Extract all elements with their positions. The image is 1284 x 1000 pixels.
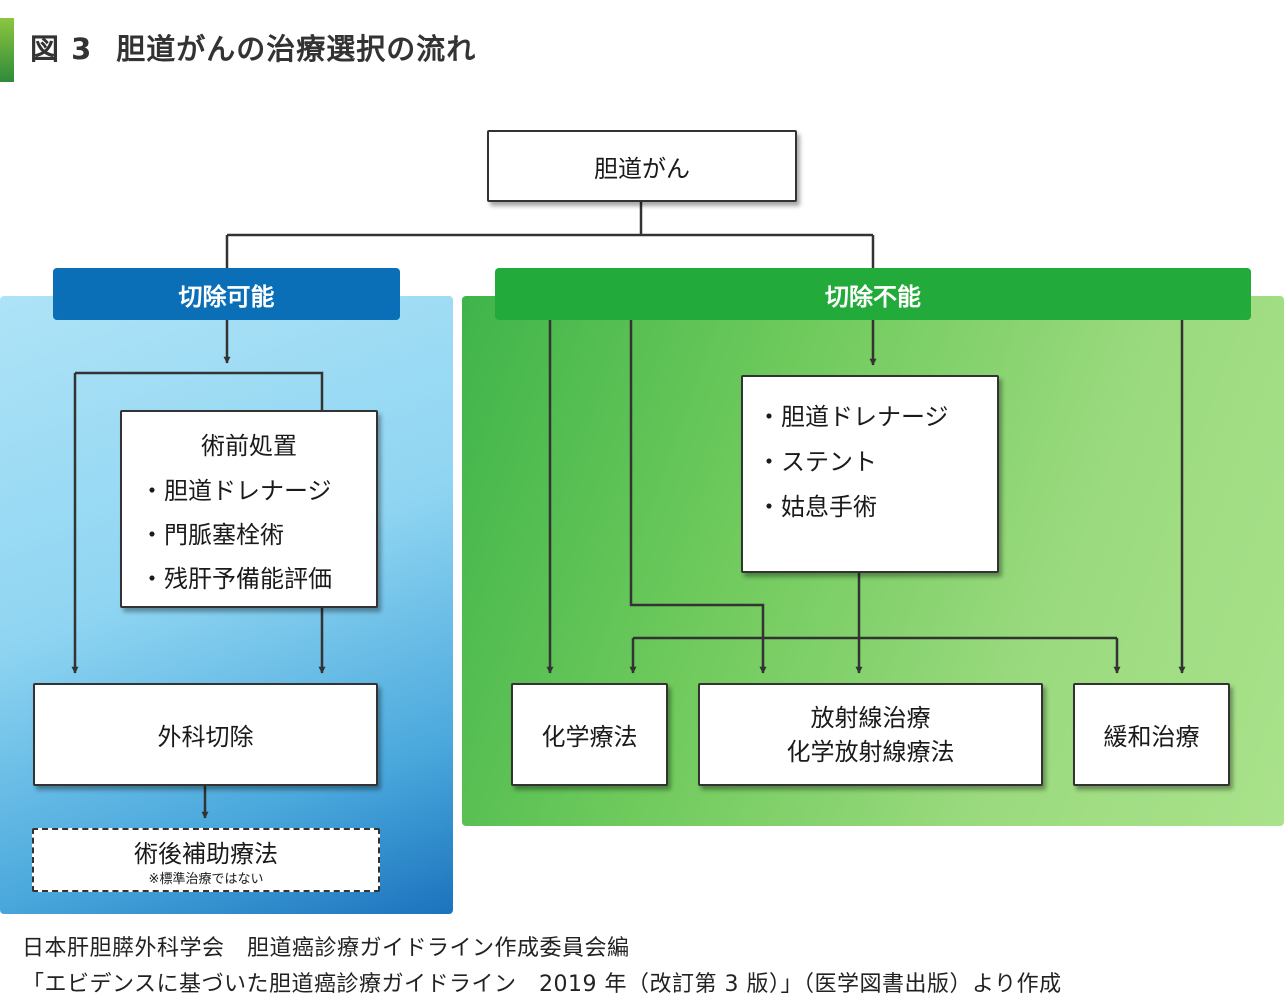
figure-title: 図 3 胆道がんの治療選択の流れ — [30, 26, 476, 68]
preop-item: 残肝予備能評価 — [122, 557, 376, 601]
unresectable-header: 切除不能 — [495, 268, 1251, 320]
palliative-procedure-item: 胆道ドレナージ — [757, 395, 997, 440]
preop-box: 術前処置 胆道ドレナージ 門脈塞栓術 残肝予備能評価 — [120, 410, 378, 608]
palliative-care-node: 緩和治療 — [1073, 683, 1230, 786]
preop-title: 術前処置 — [201, 432, 297, 460]
resectable-header: 切除可能 — [53, 268, 400, 320]
palliative-procedures-box: 胆道ドレナージ ステント 姑息手術 — [741, 375, 999, 573]
line-root-split — [225, 202, 875, 268]
chemotherapy-node: 化学療法 — [511, 683, 668, 786]
palliative-procedure-item: ステント — [757, 440, 997, 485]
preop-item: 門脈塞栓術 — [122, 513, 376, 557]
preop-list: 胆道ドレナージ 門脈塞栓術 残肝予備能評価 — [122, 469, 376, 601]
palliative-procedures-list: 胆道ドレナージ ステント 姑息手術 — [757, 395, 997, 530]
radiation-node: 放射線治療 化学放射線療法 — [698, 683, 1043, 786]
palliative-procedure-item: 姑息手術 — [757, 485, 997, 530]
title-accent-bar — [0, 18, 14, 82]
footer-source-line2: 「エビデンスに基づいた胆道癌診療ガイドライン 2019 年（改訂第 3 版）」（… — [22, 972, 1062, 997]
adjuvant-label: 術後補助療法 — [134, 840, 278, 868]
root-node: 胆道がん — [487, 130, 797, 202]
preop-item: 胆道ドレナージ — [122, 469, 376, 513]
radiation-label: 放射線治療 — [810, 703, 931, 732]
adjuvant-node: 術後補助療法 ※標準治療ではない — [32, 828, 380, 892]
chemoradiation-label: 化学放射線療法 — [786, 737, 955, 766]
footer-source-line1: 日本肝胆膵外科学会 胆道癌診療ガイドライン作成委員会編 — [22, 936, 630, 961]
figure-title-text: 胆道がんの治療選択の流れ — [116, 32, 477, 66]
figure-number: 図 3 — [30, 32, 93, 66]
adjuvant-note: ※標準治療ではない — [148, 872, 264, 887]
surgery-node: 外科切除 — [33, 683, 378, 786]
line-left-split — [75, 371, 324, 410]
